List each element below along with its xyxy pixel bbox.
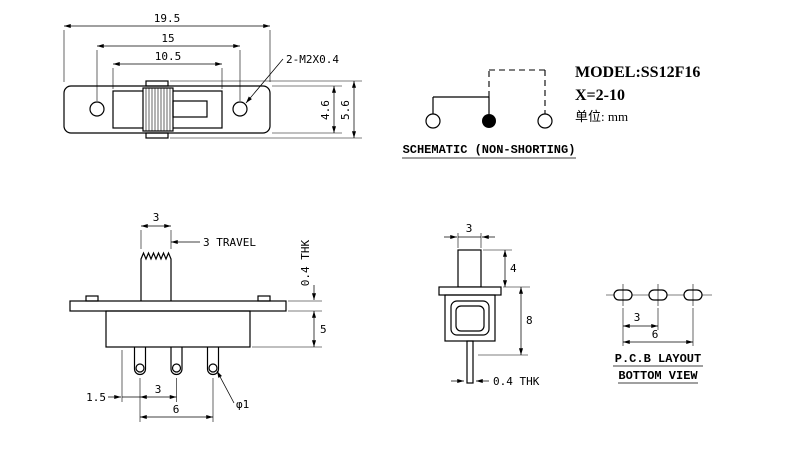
dim-pin-thickness: 0.4 THK — [451, 375, 540, 388]
top-view: 19.5 15 10.5 2-M2X0.4 4.6 5.6 — [63, 12, 362, 139]
schematic-caption: SCHEMATIC (NON-SHORTING) — [403, 143, 576, 157]
switch-body-front — [105, 310, 251, 348]
dim-text-side-3: 3 — [466, 222, 473, 235]
terminal-common — [482, 114, 496, 128]
terminal-pin-1 — [133, 347, 147, 376]
dim-overall-width: 19.5 — [63, 12, 271, 82]
pin-thickness-label: 0.4 THK — [493, 375, 540, 388]
mounting-flange — [69, 300, 287, 312]
dim-overall-height: 5.6 — [170, 80, 362, 139]
mounting-hole-left — [89, 101, 105, 117]
flange-tab-left — [85, 295, 99, 302]
mounting-hole-right — [232, 101, 248, 117]
title-block: MODEL:SS12F16 X=2-10 单位: mm — [575, 64, 700, 124]
dim-text-1-5: 1.5 — [86, 391, 106, 404]
plate-thickness-label: 0.4 THK — [299, 239, 312, 286]
slider-knob-front — [140, 251, 172, 301]
pin-hole-diameter-label: φ1 — [236, 398, 249, 411]
bottom-dimensions: 1.5 3 6 φ1 — [86, 350, 249, 422]
switch-body-side — [444, 294, 496, 342]
dim-text-span-6: 6 — [173, 403, 180, 416]
callout-text-2-m2x0-4: 2-M2X0.4 — [286, 53, 339, 66]
side-view: 3 4 8 0.4 THK — [438, 222, 540, 388]
model-label: MODEL:SS12F16 — [575, 64, 700, 81]
dim-text-4: 4 — [510, 262, 517, 275]
dim-hole-spacing: 15 — [96, 32, 241, 101]
pin-hole-2 — [171, 363, 182, 373]
slider-tab-bottom — [145, 132, 169, 139]
housing-inner-detail — [455, 305, 485, 332]
pin-hole-1 — [135, 363, 145, 373]
dim-text-8: 8 — [526, 314, 533, 327]
dim-text-pcb-3: 3 — [634, 311, 641, 324]
dim-body-height: 4.6 — [272, 85, 342, 134]
terminal-pin-2 — [170, 347, 183, 376]
pcb-caption-line1: P.C.B LAYOUT — [615, 352, 701, 366]
terminal-pin-side — [466, 340, 474, 384]
variant-label: X=2-10 — [575, 87, 625, 104]
dim-text-pitch-3: 3 — [155, 383, 162, 396]
dim-text-5-6: 5.6 — [339, 100, 352, 120]
actuator-outline — [172, 100, 208, 118]
flange-tab-right — [257, 295, 271, 302]
dim-body-depth: 5 — [252, 311, 327, 348]
dim-travel: 3 TRAVEL — [171, 236, 256, 249]
knurl-hatching — [145, 88, 171, 131]
housing-inner-outline — [450, 300, 490, 336]
flange-side — [438, 286, 502, 296]
dim-text-5: 5 — [320, 323, 327, 336]
dim-text-19-5: 19.5 — [154, 12, 181, 25]
unit-label: 单位: mm — [575, 109, 628, 124]
terminal-pin-3 — [206, 347, 220, 376]
dim-knob-depth: 3 — [444, 222, 495, 248]
slider-knob-side — [457, 249, 482, 288]
pin-hole-3 — [208, 363, 218, 373]
terminal-2 — [537, 113, 553, 129]
pcb-caption-line2: BOTTOM VIEW — [618, 369, 698, 383]
slider-tab-top — [145, 80, 169, 87]
dim-plate-thickness: 0.4 THK — [288, 239, 322, 312]
dim-body-width: 10.5 — [112, 50, 223, 89]
front-view: 3 3 TRAVEL 0.4 THK 5 1.5 3 — [69, 211, 327, 422]
dim-body-height-side: 8 — [478, 287, 533, 356]
dim-text-15: 15 — [161, 32, 174, 45]
pcb-layout-view: 3 6 P.C.B LAYOUT BOTTOM VIEW — [606, 284, 712, 384]
terminal-1 — [425, 113, 441, 129]
dim-pad-pitch: 3 — [622, 308, 659, 346]
schematic-view: SCHEMATIC (NON-SHORTING) — [402, 69, 576, 159]
dim-knob-width: 3 — [140, 211, 172, 249]
dim-text-4-6: 4.6 — [319, 100, 332, 120]
dim-text-pcb-6: 6 — [652, 328, 659, 341]
dim-pad-span: 6 — [623, 308, 694, 346]
dim-text-knob-3: 3 — [153, 211, 160, 224]
dim-knob-height: 4 — [483, 249, 530, 288]
dim-text-10-5: 10.5 — [155, 50, 182, 63]
travel-label: 3 TRAVEL — [203, 236, 256, 249]
